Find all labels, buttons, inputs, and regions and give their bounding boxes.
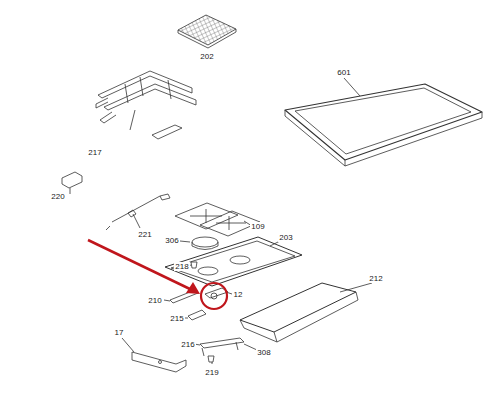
callout-number: 218	[174, 262, 189, 271]
callout-number: 202	[199, 52, 214, 61]
callout-number: 308	[256, 348, 271, 357]
callout-number: 212	[368, 274, 383, 283]
callout-number: 109	[250, 222, 265, 231]
callout-number: 220	[50, 192, 65, 201]
callout-number: 601	[336, 68, 351, 77]
callout-number: 216	[180, 340, 195, 349]
callout-number: 215	[169, 314, 184, 323]
callout-number: 221	[137, 230, 152, 239]
callout-number: 17	[114, 328, 125, 337]
callout-number: 306	[164, 236, 179, 245]
callout-number: 219	[204, 368, 219, 377]
callout-number: 203	[278, 233, 293, 242]
callout-number: 12	[233, 290, 244, 299]
callout-number: 217	[87, 148, 102, 157]
callout-number: 210	[147, 296, 162, 305]
